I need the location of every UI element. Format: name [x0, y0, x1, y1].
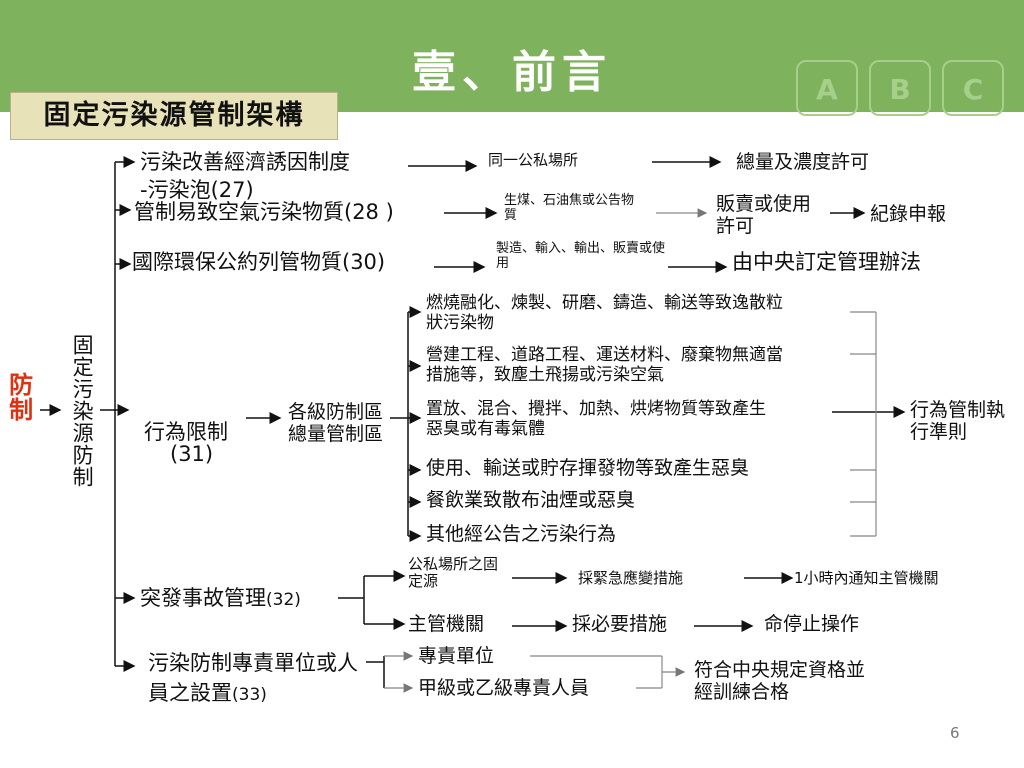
r5-num: (32) [266, 590, 301, 610]
r2-mid2: 販賣或使用許可 [716, 193, 812, 237]
r1-label2: -污染泡(27) [140, 178, 254, 202]
r4-zone: 各級防制區總量管制區 [288, 401, 384, 445]
r5-label: 突發事故管理(32) [140, 586, 301, 611]
r2-label: 管制易致空氣污染物質(28 ) [134, 200, 394, 224]
r1-label: 污染改善經濟誘因制度 [140, 150, 350, 174]
r5-end1: 1小時內通知主管機關 [794, 569, 939, 587]
r6-branch1: 專責單位 [418, 645, 495, 667]
r5-branch1: 公私場所之固定源 [408, 555, 499, 591]
r2-mid: 生煤、石油焦或公告物質 [504, 193, 635, 223]
category-label: 固定污染源防制 [70, 334, 95, 488]
page-number: 6 [950, 724, 960, 742]
r6-num: (33) [232, 685, 267, 706]
r4-item-5: 餐飲業致散布油煙或惡臭 [426, 489, 636, 511]
r4-label: 行為限制 [144, 420, 228, 444]
r6-label: 污染防制專責單位或人員之設置(33) [148, 648, 362, 709]
root-label: 防制 [4, 372, 33, 422]
r3-mid: 製造、輸入、輸出、販賣或使用 [496, 241, 666, 271]
slide-title: 壹、前言 [412, 47, 612, 98]
r3-end: 由中央訂定管理辦法 [732, 250, 921, 274]
r1-end: 總量及濃度許可 [736, 151, 870, 173]
r4-item-1: 燃燒融化、煉製、研磨、鑄造、輸送等致逸散粒狀污染物 [426, 293, 783, 333]
r6-end: 符合中央規定資格並經訓練合格 [694, 659, 866, 703]
r5-step1: 採緊急應變措施 [578, 569, 684, 587]
r4-item-3: 置放、混合、攪拌、加熱、烘烤物質等致產生惡臭或有毒氣體 [426, 399, 766, 439]
r5-step2: 採必要措施 [572, 613, 668, 635]
r4-item-4: 使用、輸送或貯存揮發物等致產生惡臭 [426, 457, 750, 479]
r4-item-6: 其他經公告之污染行為 [426, 523, 617, 545]
tab-c[interactable]: C [942, 60, 1004, 116]
r3-label: 國際環保公約列管物質(30) [132, 250, 386, 274]
r6-label-text: 污染防制專責單位或人員之設置 [148, 651, 358, 706]
r6-branch2: 甲級或乙級專責人員 [418, 677, 590, 699]
section-subtitle: 固定污染源管制架構 [10, 92, 338, 140]
r4-item-2: 營建工程、道路工程、運送材料、廢棄物無適當措施等，致塵土飛揚或污染空氣 [426, 345, 783, 385]
r1-mid: 同一公私場所 [488, 151, 579, 169]
r5-label-text: 突發事故管理 [140, 586, 266, 610]
r4-end: 行為管制執行準則 [910, 399, 1006, 443]
r5-end2: 命停止操作 [764, 613, 860, 635]
tab-a[interactable]: A [796, 60, 858, 116]
r2-end: 紀錄申報 [870, 203, 947, 225]
tab-b[interactable]: B [869, 60, 931, 116]
r4-num: (31) [170, 442, 214, 466]
r5-branch2: 主管機關 [408, 613, 485, 635]
